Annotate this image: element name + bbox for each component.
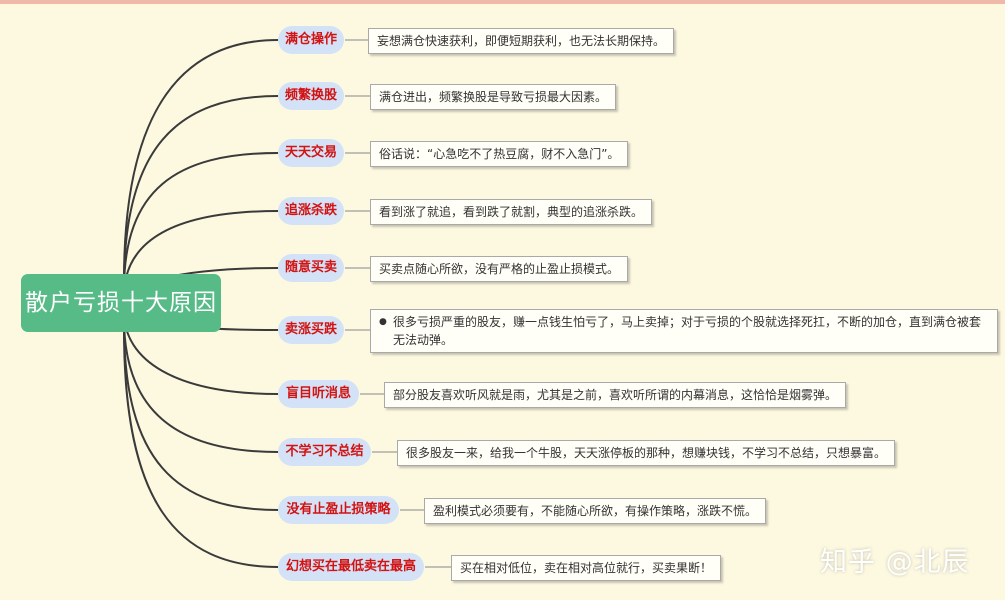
note-8: 很多股友一来，给我一个牛股，天天涨停板的那种，想赚块钱，不学习不总结，只想暴富。: [397, 440, 896, 466]
note-1: 妄想满仓快速获利，即便短期获利，也无法长期保持。: [368, 28, 675, 54]
connector-9: [123, 323, 279, 511]
note-2: 满仓进出，频繁换股是导致亏损最大因素。: [370, 84, 617, 110]
top-accent-bar: [0, 0, 1005, 4]
topic-1[interactable]: 满仓操作: [278, 26, 344, 54]
topic-8[interactable]: 不学习不总结: [278, 438, 371, 466]
topic-2[interactable]: 频繁换股: [278, 82, 344, 110]
connector-2: [123, 95, 279, 286]
topic-4[interactable]: 追涨杀跌: [278, 197, 344, 225]
topic-3[interactable]: 天天交易: [278, 139, 344, 167]
connector-3: [123, 152, 279, 291]
watermark: 知乎 @北辰: [820, 547, 970, 578]
note-9: 盈利模式必须要有，不能随心所欲，有操作策略，涨跌不慌。: [424, 498, 767, 524]
note-4: 看到涨了就追，看到跌了就割，典型的追涨杀跌。: [370, 199, 653, 225]
connector-1: [123, 39, 279, 281]
note-5: 买卖点随心所欲，没有严格的止盈止损模式。: [370, 256, 629, 282]
note-3: 俗话说：“心急吃不了热豆腐，财不入急门”。: [370, 141, 629, 167]
note-6: ● 很多亏损严重的股友，赚一点钱生怕亏了，马上卖掉；对于亏损的个股就选择死扛，不…: [370, 309, 998, 353]
topic-5[interactable]: 随意买卖: [278, 254, 344, 282]
topic-6[interactable]: 卖涨买跌: [278, 316, 344, 344]
connector-8: [123, 317, 279, 453]
note-7: 部分股友喜欢听风就是雨，尤其是之前，喜欢听所谓的内幕消息，这恰恰是烟雾弹。: [384, 382, 847, 408]
connector-10: [123, 329, 279, 568]
central-topic[interactable]: 散户亏损十大原因: [21, 274, 221, 332]
topic-10[interactable]: 幻想买在最低卖在最高: [278, 553, 424, 581]
note-6-text: 很多亏损严重的股友，赚一点钱生怕亏了，马上卖掉；对于亏损的个股就选择死扛，不断的…: [393, 315, 982, 347]
bullet-icon: ●: [379, 317, 387, 327]
note-10: 买在相对低位，卖在相对高位就行，买卖果断！: [451, 555, 722, 581]
topic-9[interactable]: 没有止盈止损策略: [278, 496, 399, 524]
topic-7[interactable]: 盲目听消息: [278, 380, 359, 408]
